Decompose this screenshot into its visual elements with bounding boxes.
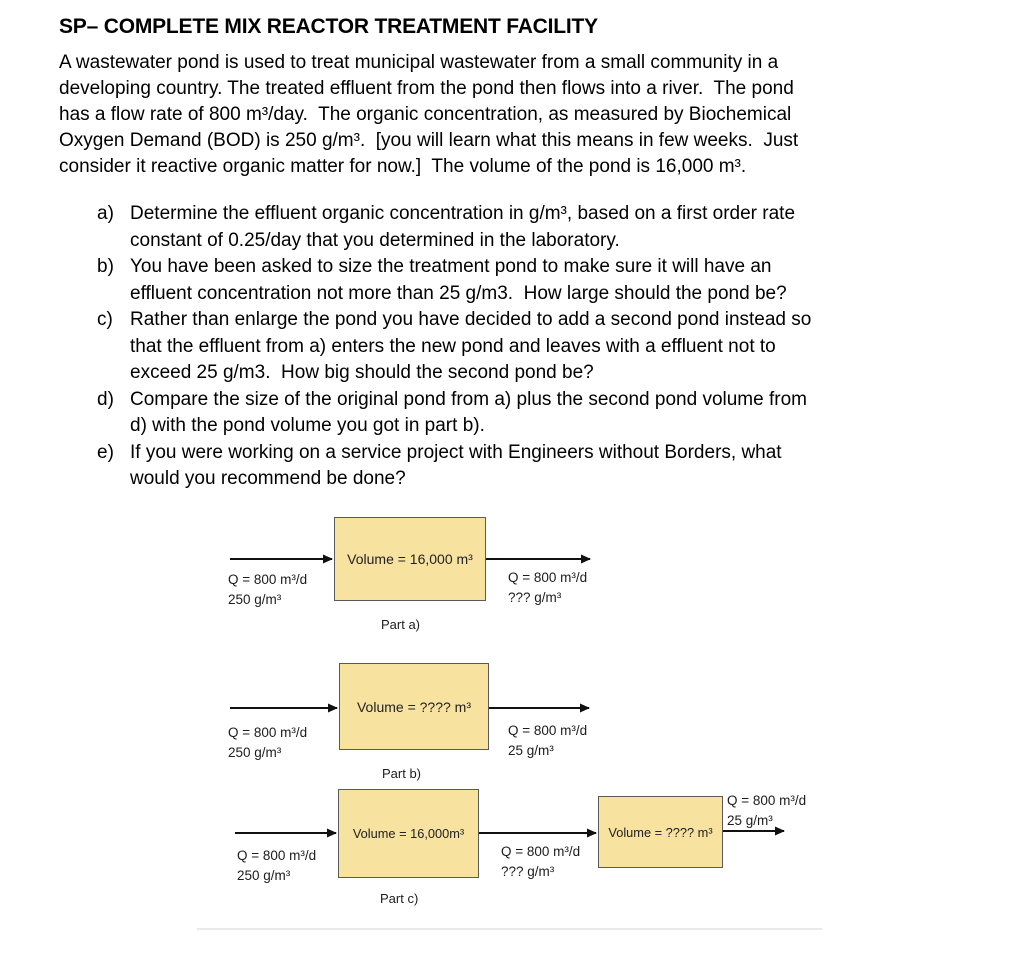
part-a-outflow-label: Q = 800 m³/d ??? g/m³ [508, 570, 588, 605]
part-c-outflow-label: Q = 800 m³/d 25 g/m³ [727, 793, 807, 828]
question-item-d: d) Compare the size of the original pond… [97, 387, 987, 440]
question-text: You have been asked to size the treatmen… [130, 256, 787, 304]
question-item-e: e) If you were working on a service proj… [97, 440, 987, 493]
question-text: Compare the size of the original pond fr… [130, 388, 807, 437]
question-text: Rather than enlarge the pond you have de… [130, 309, 812, 383]
page-title: SP– COMPLETE MIX REACTOR TREATMENT FACIL… [59, 15, 598, 38]
question-label: e) [97, 441, 114, 463]
intro-paragraph: A wastewater pond is used to treat munic… [59, 52, 799, 177]
part-c-inflow-label: Q = 800 m³/d 250 g/m³ [237, 848, 317, 883]
question-label: d) [97, 388, 114, 410]
part-a-reactor-box: Volume = 16,000 m³ [334, 517, 486, 601]
question-text: If you were working on a service project… [130, 441, 782, 490]
question-label: b) [97, 256, 114, 277]
part-a-inflow-label: Q = 800 m³/d 250 g/m³ [228, 572, 308, 607]
question-text: Determine the effluent organic concentra… [130, 203, 796, 251]
part-b-outflow-label: Q = 800 m³/d 25 g/m³ [508, 723, 588, 758]
part-b-reactor-box: Volume = ???? m³ [339, 663, 489, 750]
question-label: c) [97, 309, 113, 330]
question-item-b: b) You have been asked to size the treat… [97, 254, 987, 307]
part-c-caption: Part c) [380, 891, 419, 906]
question-item-c: c) Rather than enlarge the pond you have… [97, 307, 987, 387]
question-list: a) Determine the effluent organic concen… [97, 201, 987, 493]
part-a-caption: Part a) [381, 617, 421, 632]
part-b-inflow-label: Q = 800 m³/d 250 g/m³ [228, 725, 308, 760]
question-label: a) [97, 203, 114, 224]
part-c-reactor2-box: Volume = ???? m³ [598, 796, 723, 868]
part-c-reactor1-box: Volume = 16,000m³ [338, 789, 479, 878]
question-item-a: a) Determine the effluent organic concen… [97, 201, 987, 254]
part-b-caption: Part b) [382, 766, 422, 781]
part-c-between-label: Q = 800 m³/d ??? g/m³ [501, 844, 581, 879]
divider-line [197, 928, 822, 930]
